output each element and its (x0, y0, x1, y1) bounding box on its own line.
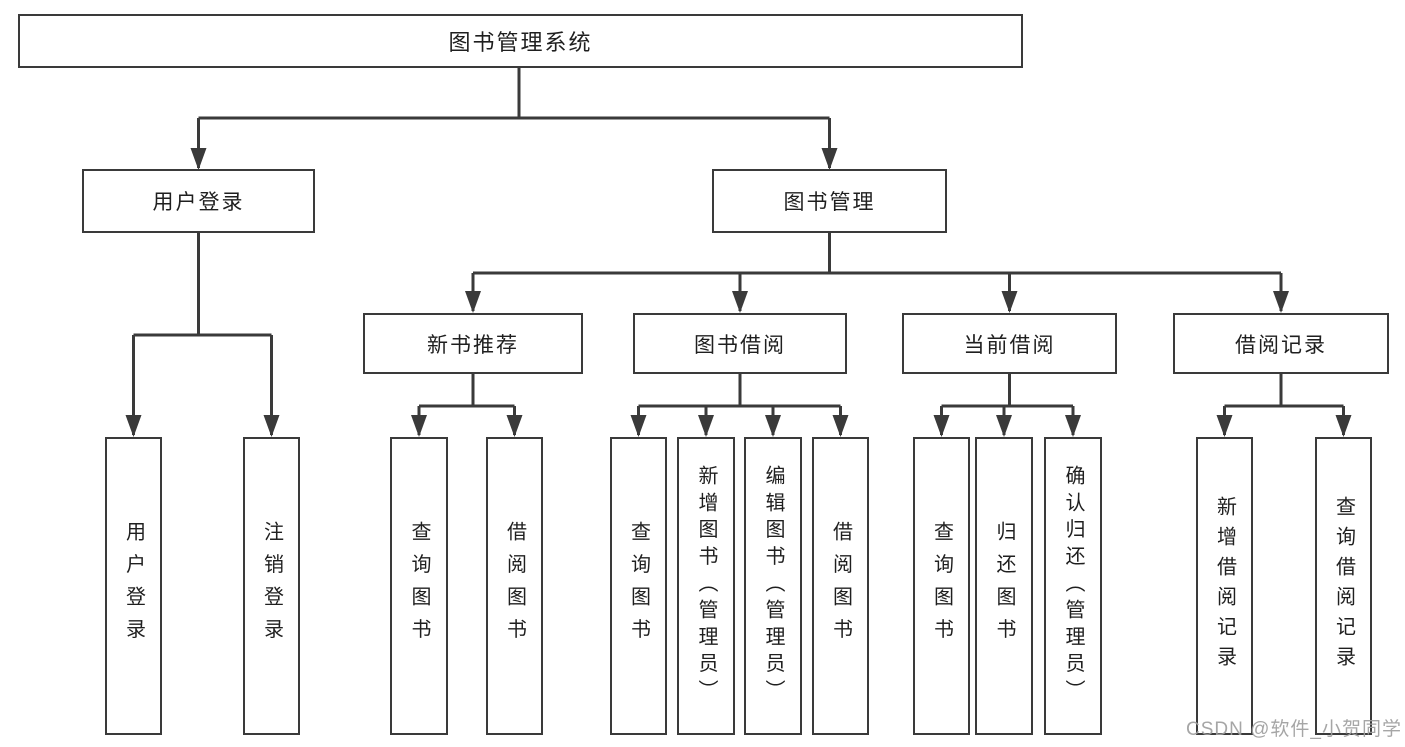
node-leaf-return-books: 归还图书 (975, 437, 1033, 735)
node-leaf-edit-books-admin-label: 编辑图书（管理员） (762, 465, 784, 707)
node-new-book-recommend-label: 新书推荐 (427, 333, 519, 357)
node-leaf-confirm-return-admin: 确认归还（管理员） (1044, 437, 1102, 735)
node-leaf-add-books-admin: 新增图书（管理员） (677, 437, 735, 735)
node-leaf-confirm-return-admin-label: 确认归还（管理员） (1062, 465, 1084, 707)
node-leaf-recommend-borrow-books: 借阅图书 (486, 437, 543, 735)
node-leaf-current-query-books-label: 查询图书 (930, 521, 953, 651)
node-user-login-label: 用户登录 (152, 191, 245, 214)
node-leaf-user-login-label: 用户登录 (122, 521, 145, 651)
csdn-watermark: CSDN @软件_小贺同学 (1186, 719, 1402, 740)
node-leaf-borrow-query-books-label: 查询图书 (627, 521, 650, 651)
node-leaf-logout: 注销登录 (243, 437, 300, 735)
node-leaf-return-books-label: 归还图书 (993, 521, 1015, 651)
node-leaf-recommend-borrow-books-label: 借阅图书 (503, 521, 526, 651)
node-current-borrow: 当前借阅 (902, 313, 1117, 374)
arrowheads (125, 148, 1352, 437)
node-leaf-add-borrow-record: 新增借阅记录 (1196, 437, 1253, 735)
node-root-label: 图书管理系统 (448, 30, 593, 55)
node-leaf-query-borrow-record: 查询借阅记录 (1315, 437, 1372, 735)
node-leaf-user-login: 用户登录 (105, 437, 162, 735)
node-new-book-recommend: 新书推荐 (363, 313, 583, 374)
node-leaf-logout-label: 注销登录 (260, 521, 283, 651)
node-book-borrow: 图书借阅 (633, 313, 847, 374)
node-leaf-borrow-query-books: 查询图书 (610, 437, 667, 735)
node-root: 图书管理系统 (18, 14, 1023, 68)
node-borrow-records: 借阅记录 (1173, 313, 1389, 374)
node-borrow-records-label: 借阅记录 (1235, 333, 1327, 357)
node-leaf-borrow-books-label: 借阅图书 (829, 521, 852, 651)
node-current-borrow-label: 当前借阅 (963, 333, 1056, 357)
node-leaf-borrow-books: 借阅图书 (812, 437, 869, 735)
node-leaf-current-query-books: 查询图书 (913, 437, 970, 735)
node-leaf-query-borrow-record-label: 查询借阅记录 (1332, 496, 1355, 676)
node-leaf-recommend-query-books: 查询图书 (390, 437, 448, 735)
node-book-management-label: 图书管理 (783, 191, 876, 214)
node-leaf-edit-books-admin: 编辑图书（管理员） (744, 437, 802, 735)
node-leaf-recommend-query-books-label: 查询图书 (408, 521, 430, 651)
node-book-management: 图书管理 (712, 169, 947, 233)
node-leaf-add-books-admin-label: 新增图书（管理员） (695, 465, 717, 707)
node-user-login: 用户登录 (82, 169, 315, 233)
node-leaf-add-borrow-record-label: 新增借阅记录 (1213, 496, 1236, 676)
node-book-borrow-label: 图书借阅 (694, 333, 786, 357)
